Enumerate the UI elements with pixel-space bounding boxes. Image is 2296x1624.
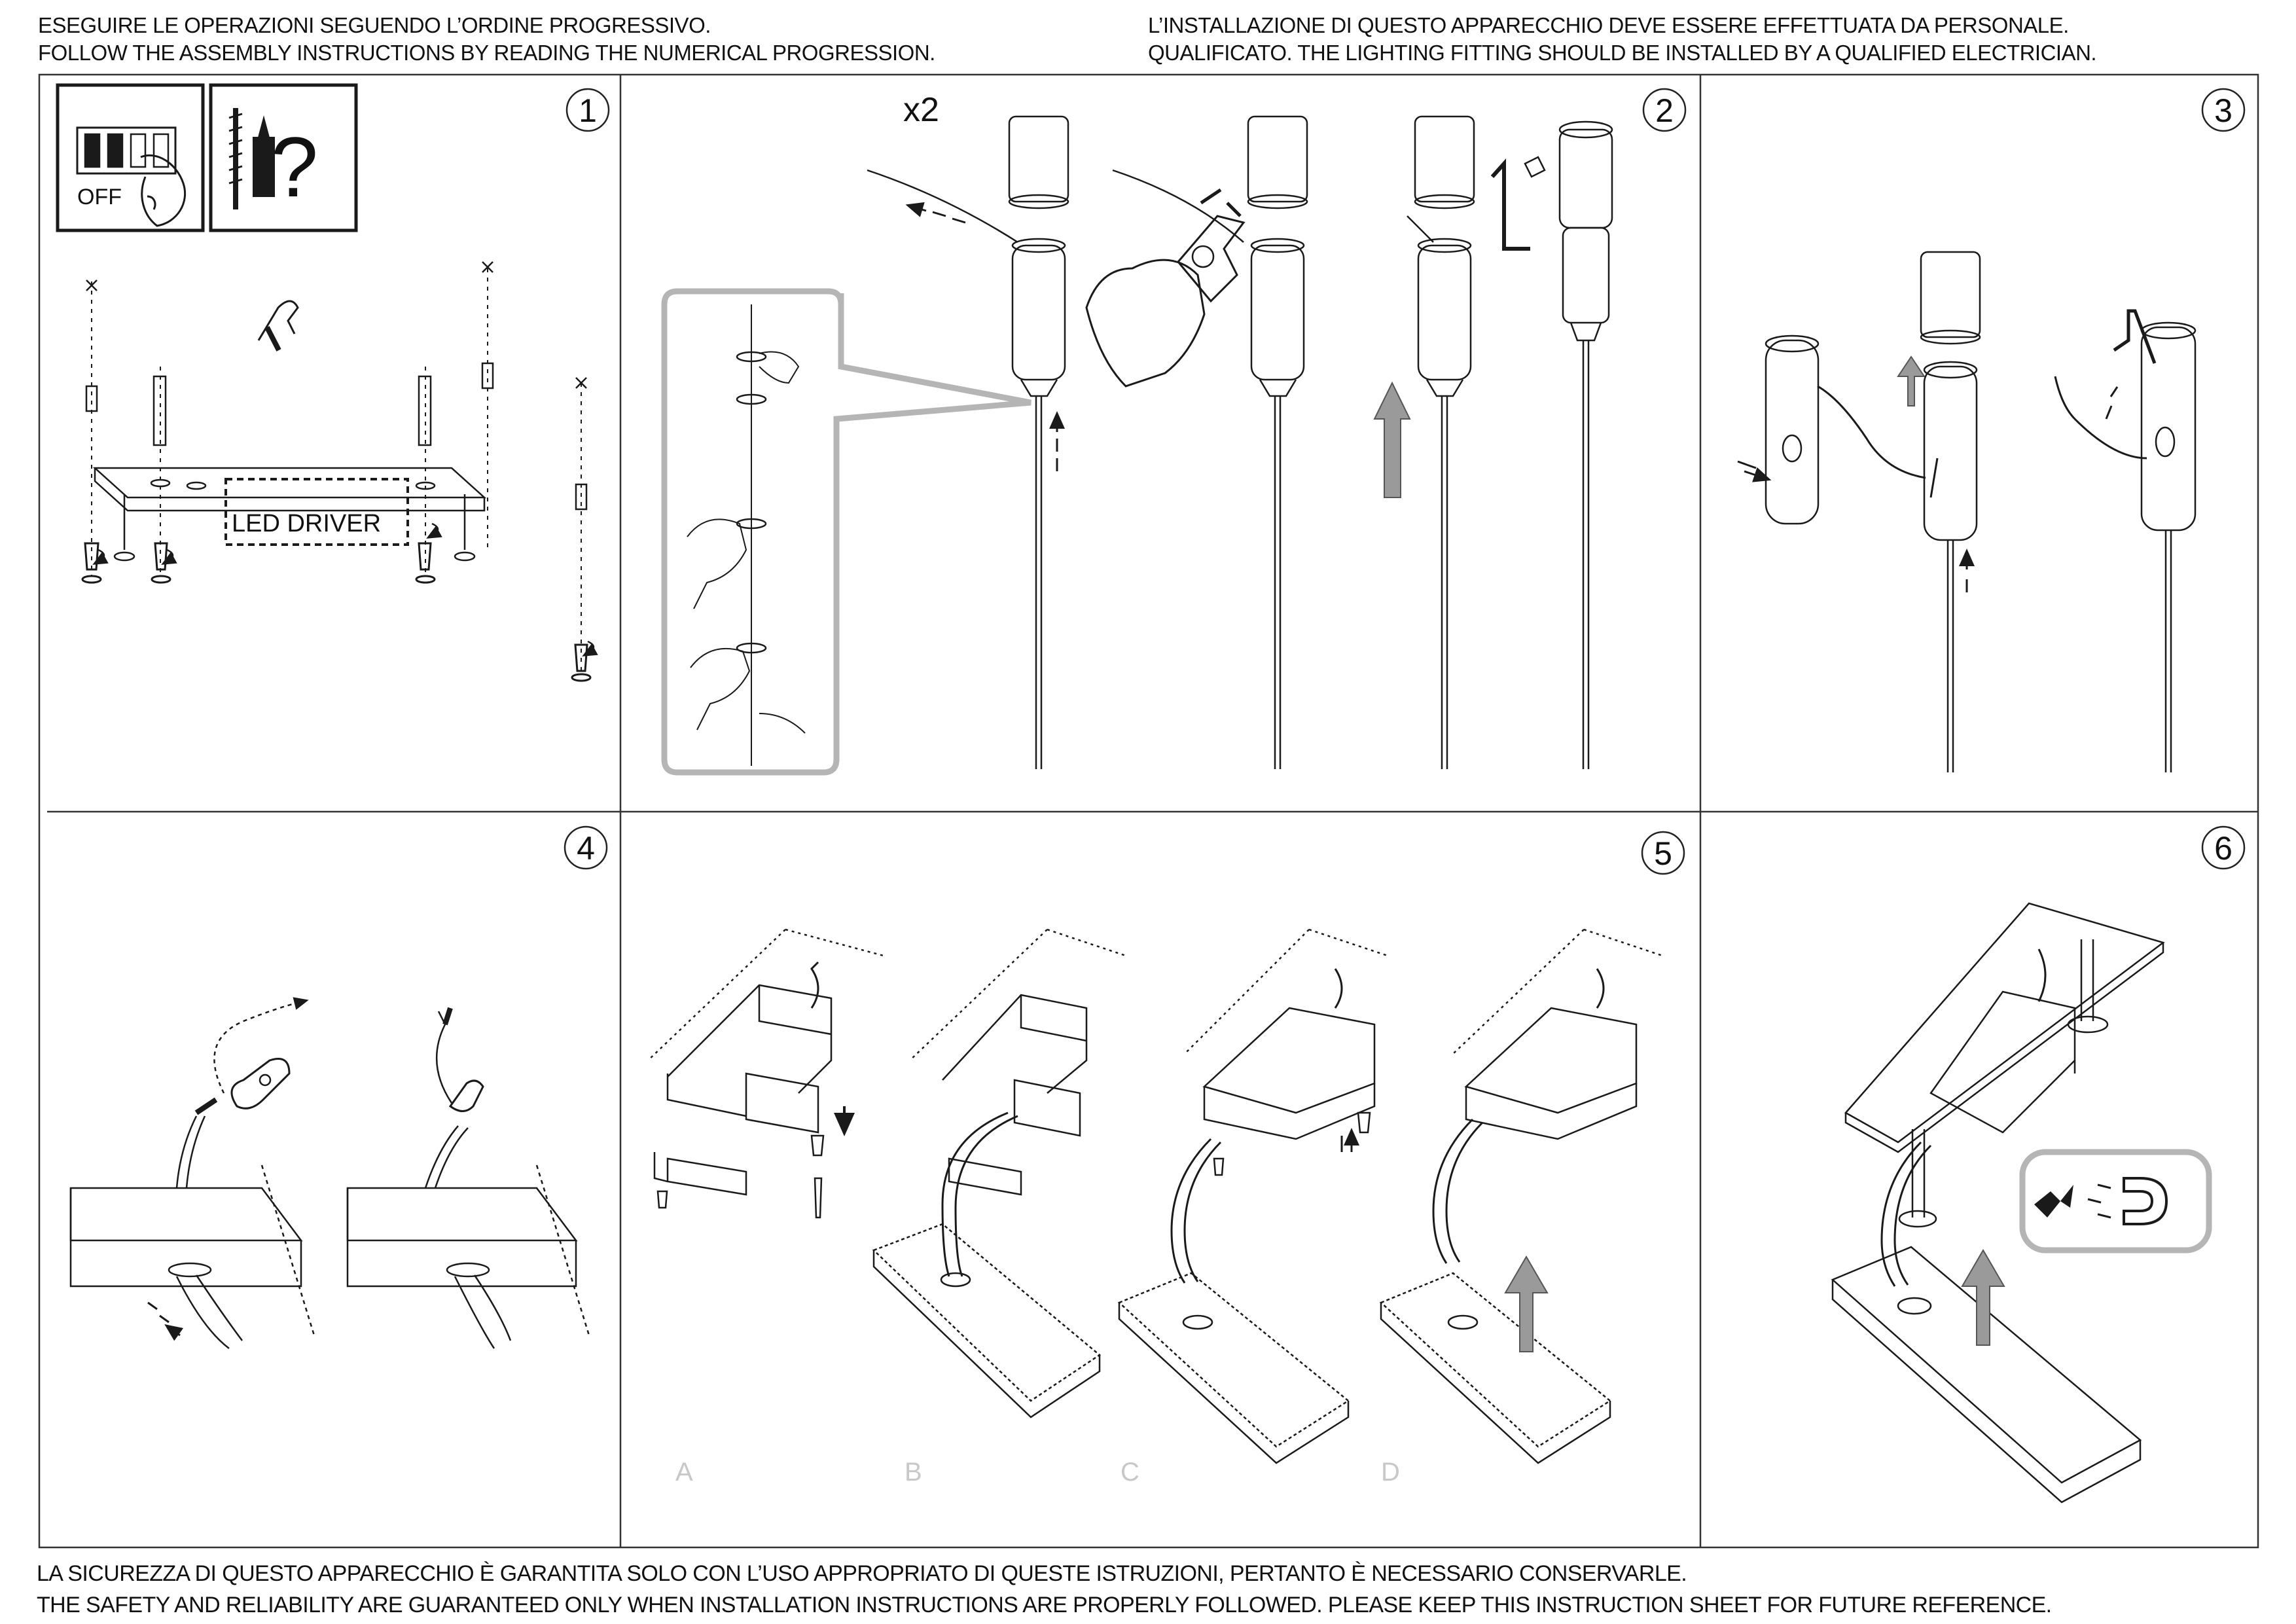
step-number-5: 5 <box>1654 835 1672 872</box>
led-driver-label: LED DRIVER <box>232 510 381 537</box>
sub-label-c: C <box>1121 1458 1139 1487</box>
magnet-badge <box>2019 1149 2212 1254</box>
header-left-english: FOLLOW THE ASSEMBLY INSTRUCTIONS BY READ… <box>38 41 935 65</box>
quantity-times-two: x2 <box>903 91 939 129</box>
panel-3 <box>1737 251 2197 772</box>
snap-icon <box>2034 1185 2073 1218</box>
header-right-english: QUALIFICATO. THE LIGHTING FITTING SHOULD… <box>1148 41 2097 65</box>
header-right: L’INSTALLAZIONE DI QUESTO APPARECCHIO DE… <box>1148 12 2097 67</box>
question-mark: ? <box>271 119 318 215</box>
header-left: ESEGUIRE LE OPERAZIONI SEGUENDO L’ORDINE… <box>38 12 935 67</box>
footer-italian: LA SICUREZZA DI QUESTO APPARECCHIO È GAR… <box>37 1561 1687 1586</box>
power-off-icon: OFF <box>56 83 205 232</box>
step-number-1: 1 <box>579 92 597 129</box>
step-badge-4: 4 <box>564 825 608 870</box>
sub-label-a: A <box>675 1458 693 1487</box>
sub-label-b: B <box>905 1458 922 1487</box>
step-numbers: 1 2 3 4 5 6 <box>564 88 2246 875</box>
panel-1: OFF ? LED DRIVER <box>56 83 598 682</box>
footer-english: THE SAFETY AND RELIABILITY ARE GUARANTEE… <box>37 1593 2052 1617</box>
step-badge-5: 5 <box>1641 831 1685 875</box>
panel-6 <box>1831 902 2212 1504</box>
sub-label-d: D <box>1381 1458 1400 1487</box>
detail-callout <box>661 288 1031 776</box>
off-label: OFF <box>77 185 122 209</box>
step-badge-6: 6 <box>2201 825 2246 870</box>
header-left-italian: ESEGUIRE LE OPERAZIONI SEGUENDO L’ORDINE… <box>38 13 711 37</box>
step-badge-3: 3 <box>2201 88 2246 132</box>
step-badge-1: 1 <box>565 88 610 132</box>
header-right-italian: L’INSTALLAZIONE DI QUESTO APPARECCHIO DE… <box>1148 13 2069 37</box>
magnet-icon <box>2123 1177 2168 1225</box>
step-number-4: 4 <box>577 830 595 867</box>
panel-grid <box>38 73 2259 1549</box>
step-badge-2: 2 <box>1642 88 1687 132</box>
panel-4 <box>69 997 590 1349</box>
step-number-6: 6 <box>2214 830 2233 867</box>
panel-2: x2 <box>661 91 1613 776</box>
footer: LA SICUREZZA DI QUESTO APPARECCHIO È GAR… <box>37 1558 2052 1621</box>
step-number-2: 2 <box>1655 92 1674 129</box>
panel-5: A B C D <box>647 928 1663 1487</box>
fixings-question-icon: ? <box>209 83 358 232</box>
step-number-3: 3 <box>2214 92 2233 129</box>
